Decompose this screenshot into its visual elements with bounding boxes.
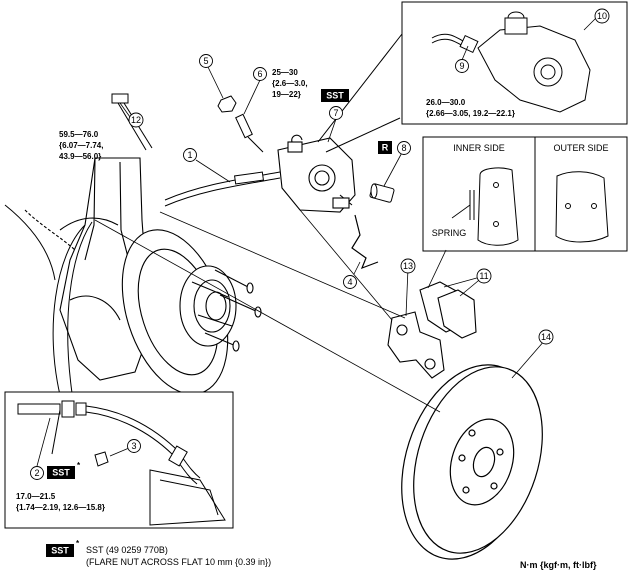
callout-9: 9 — [455, 59, 469, 73]
sst-badge-caliper: SST — [321, 89, 349, 102]
brake-pads — [419, 281, 477, 339]
svg-text:8: 8 — [401, 143, 406, 153]
callout-10: 10 — [594, 8, 610, 24]
torque-2: 17.0—21.5 {1.74—2.19, 12.6—15.8} — [16, 492, 105, 512]
sst-badge-hose: SST * — [47, 461, 81, 479]
assembly-axis-lines — [94, 209, 441, 413]
bolt-and-guide-pin — [217, 95, 264, 153]
svg-text:SST: SST — [52, 468, 70, 478]
svg-text:1: 1 — [187, 150, 192, 160]
svg-text:13: 13 — [403, 261, 413, 271]
caliper-bracket — [387, 311, 445, 379]
inset-hose-illustration — [17, 400, 226, 526]
svg-text:25—30: 25—30 — [272, 68, 298, 77]
caliper-body — [277, 134, 356, 213]
r-badge: R — [378, 141, 392, 154]
inner-side-label: INNER SIDE — [453, 143, 505, 153]
svg-text:14: 14 — [541, 332, 551, 342]
svg-text:{1.74—2.19, 12.6—15.8}: {1.74—2.19, 12.6—15.8} — [16, 503, 105, 512]
callout-5: 5 — [199, 54, 213, 68]
footnote-line-1: SST (49 0259 770B) — [86, 545, 168, 555]
inset-hose-box — [4, 391, 234, 529]
svg-text:5: 5 — [203, 56, 208, 66]
callout-7: 7 — [329, 106, 343, 120]
callout-11: 11 — [476, 268, 492, 284]
svg-text:3: 3 — [131, 441, 136, 451]
brake-disc — [401, 364, 543, 560]
callout-4: 4 — [343, 275, 357, 289]
inner-pad-drawing — [469, 167, 519, 246]
torque-6: 25—30 {2.6—3.0, 19—22} — [272, 68, 308, 99]
pad-view-leader — [427, 249, 447, 289]
svg-text:59.5—76.0: 59.5—76.0 — [59, 130, 99, 139]
svg-text:SST: SST — [326, 91, 344, 101]
spring-label: SPRING — [432, 228, 467, 238]
svg-text:*: * — [76, 539, 80, 548]
svg-text:6: 6 — [257, 69, 262, 79]
callout-12: 12 — [128, 112, 144, 128]
svg-text:9: 9 — [459, 61, 464, 71]
svg-text:19—22}: 19—22} — [272, 90, 301, 99]
outer-pad-drawing — [555, 171, 609, 243]
callout-6: 6 — [253, 67, 267, 81]
callout-14: 14 — [538, 329, 554, 345]
callout-3: 3 — [127, 439, 141, 453]
units-label: N·m {kgf·m, ft·lbf} — [520, 560, 597, 570]
callout-1: 1 — [183, 148, 197, 162]
svg-text:{6.07—7.74,: {6.07—7.74, — [59, 141, 103, 150]
svg-text:R: R — [382, 143, 389, 153]
torque-9: 26.0—30.0 {2.66—3.05, 19.2—22.1} — [426, 98, 515, 118]
outer-side-label: OUTER SIDE — [553, 143, 608, 153]
svg-text:17.0—21.5: 17.0—21.5 — [16, 492, 56, 501]
svg-text:SST: SST — [51, 546, 69, 556]
svg-text:43.9—56.0}: 43.9—56.0} — [59, 152, 101, 161]
svg-text:11: 11 — [479, 271, 488, 281]
footnote-line-2: (FLARE NUT ACROSS FLAT 10 mm {0.39 in}) — [86, 557, 271, 567]
inset-caliper-illustration — [317, 11, 591, 153]
bushing — [369, 183, 395, 203]
svg-text:26.0—30.0: 26.0—30.0 — [426, 98, 466, 107]
svg-text:4: 4 — [347, 277, 352, 287]
callout-13: 13 — [400, 258, 416, 274]
svg-text:{2.6—3.0,: {2.6—3.0, — [272, 79, 308, 88]
callout-8: 8 — [397, 141, 411, 155]
return-spring — [351, 214, 379, 270]
sst-badge-footnote: SST * — [46, 539, 80, 557]
callout-2: 2 — [30, 466, 44, 480]
svg-text:2: 2 — [34, 468, 39, 478]
knuckle-illustration — [4, 157, 151, 396]
svg-text:10: 10 — [597, 11, 607, 21]
spring-leader — [451, 204, 471, 219]
svg-text:*: * — [77, 461, 81, 470]
parking-brake-cable — [164, 171, 281, 207]
svg-text:7: 7 — [333, 108, 338, 118]
torque-12: 59.5—76.0 {6.07—7.74, 43.9—56.0} — [59, 130, 103, 161]
svg-text:{2.66—3.05, 19.2—22.1}: {2.66—3.05, 19.2—22.1} — [426, 109, 515, 118]
svg-text:12: 12 — [131, 115, 141, 125]
